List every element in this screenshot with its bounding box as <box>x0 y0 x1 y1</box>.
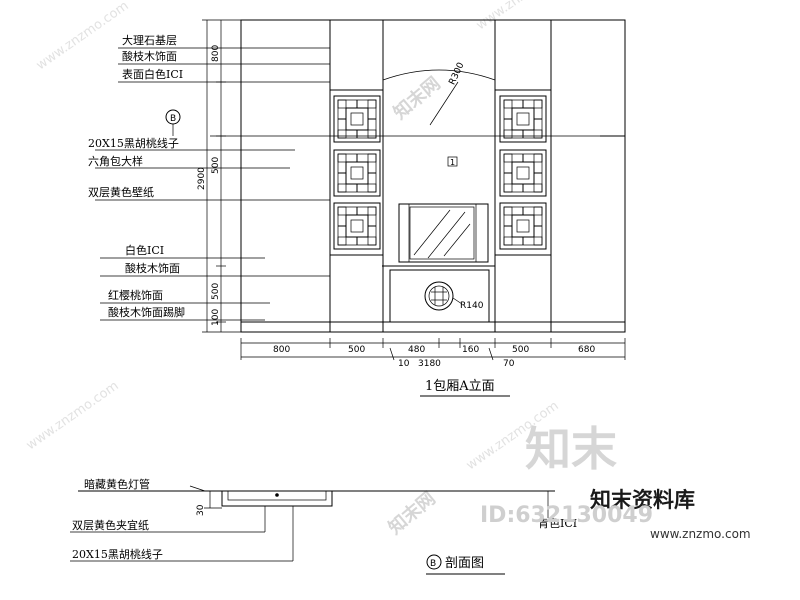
column-left-upper <box>329 19 384 91</box>
watermark-logo: 知末 <box>525 422 617 476</box>
dim-horizontal-small-left: 10 <box>398 359 410 369</box>
annotation-labels: 大理石基层 酸枝木饰面 表面白色ICI 20X15黑胡桃线子 六角包大样 双层黄… <box>88 33 185 319</box>
watermark-small-2: 知末网 <box>384 487 440 539</box>
lattice-panel-left <box>329 89 384 256</box>
elevation-frame <box>240 19 626 333</box>
circle-radius-label: R140 <box>460 301 484 311</box>
section-title-bubble-text: B <box>430 559 436 569</box>
label-skirting: 酸枝木饰面踢脚 <box>108 305 185 319</box>
label-wood-veneer-1: 酸枝木饰面 <box>122 49 177 63</box>
label-walnut-trim: 20X15黑胡桃线子 <box>88 136 179 150</box>
section-label-right: 肯色ICI <box>538 516 577 530</box>
elevation-drawing: R300 R140 1 B <box>88 19 626 397</box>
dim-horizontal-6: 680 <box>578 345 595 355</box>
annotation-leaders <box>95 47 330 321</box>
watermark-url-diag-3: www.znzmo.com <box>24 378 122 453</box>
watermark-url-diag-1: www.znzmo.com <box>34 0 132 73</box>
detail-mark: 1 <box>450 158 455 167</box>
label-white-ici: 白色ICI <box>125 243 164 257</box>
label-wood-veneer-2: 酸枝木饰面 <box>125 261 180 275</box>
section-label-walnut-trim: 20X15黑胡桃线子 <box>72 547 163 561</box>
label-white-ici-top: 表面白色ICI <box>122 67 183 81</box>
section-label-hidden-light: 暗藏黄色灯管 <box>84 477 150 491</box>
vertical-dimensions: 2900 800 500 500 100 <box>197 19 241 333</box>
dim-horizontal-2: 500 <box>348 345 365 355</box>
section-bubble-text: B <box>170 114 176 124</box>
watermark-layer: www.znzmo.com www.znzmo.com www.znzmo.co… <box>24 0 572 539</box>
dim-vertical-1: 800 <box>211 45 221 62</box>
watermark-url-diag-2: www.znzmo.com <box>474 0 572 33</box>
dim-horizontal-3: 480 <box>408 345 425 355</box>
label-cherry-veneer: 红樱桃饰面 <box>108 288 163 302</box>
section-label-wallpaper: 双层黄色夹宜纸 <box>72 518 149 532</box>
section-dim: 30 <box>196 504 206 516</box>
brand-watermark: 知末 知末资料库 ID:632130049 www.znzmo.com <box>480 422 751 541</box>
dim-horizontal-total: 3180 <box>418 359 441 369</box>
label-hexagon-detail: 六角包大样 <box>88 154 143 168</box>
section-drawing: 30 暗藏黄色灯管 双层黄色夹宜纸 20X15黑胡桃线子 肯色ICI B 剖面图 <box>70 477 577 575</box>
dim-vertical-2: 500 <box>211 157 221 174</box>
dim-horizontal-5: 500 <box>512 345 529 355</box>
watermark-site-name: 知末资料库 <box>590 488 695 512</box>
cabinet <box>389 269 490 323</box>
watermark-small-1: 知末网 <box>389 72 445 124</box>
lattice-panel-right <box>494 89 552 256</box>
watermark-url: www.znzmo.com <box>650 527 751 541</box>
dim-horizontal-small-right: 70 <box>503 359 515 369</box>
label-double-wallpaper: 双层黄色壁纸 <box>88 185 154 199</box>
column-right-upper <box>494 19 552 91</box>
section-title-bubble <box>426 554 442 570</box>
dim-vertical-3: 500 <box>211 283 221 300</box>
horizontal-dimensions: 800 500 480 160 500 680 3180 10 70 <box>240 338 626 369</box>
section-title: 剖面图 <box>445 556 484 571</box>
arc-radius-label: R300 <box>448 61 467 87</box>
dim-vertical-total: 2900 <box>197 167 207 190</box>
dim-horizontal-1: 800 <box>273 345 290 355</box>
elevation-title: 1包厢A立面 <box>425 379 495 394</box>
watermark-id: ID:632130049 <box>480 503 653 528</box>
label-marble-base: 大理石基层 <box>122 33 177 47</box>
column-right-lower <box>494 254 552 323</box>
tv-panel <box>398 203 489 263</box>
column-left-lower <box>329 254 384 323</box>
dim-horizontal-4: 160 <box>462 345 479 355</box>
dim-vertical-4: 100 <box>211 309 221 326</box>
